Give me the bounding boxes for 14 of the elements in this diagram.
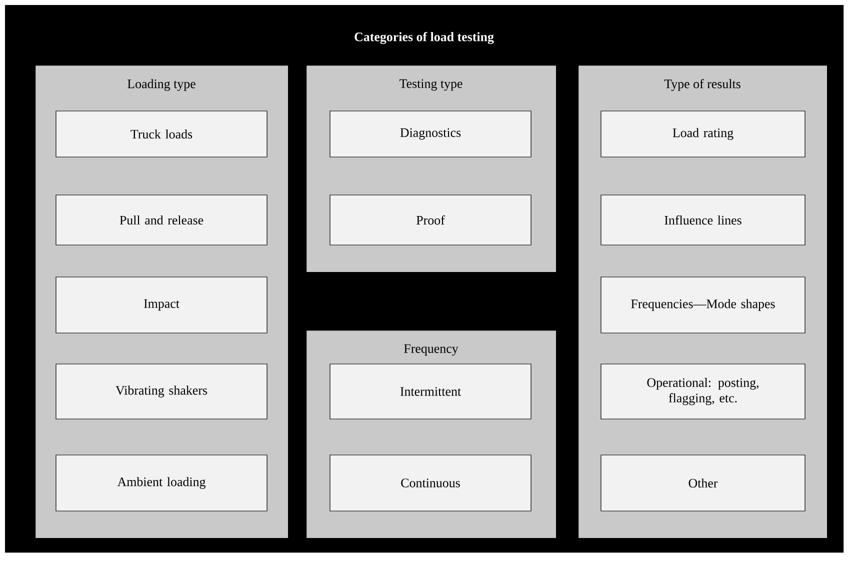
category-box: Pull and release [56,194,268,246]
category-box: Impact [56,276,268,334]
category-box: Load rating [600,110,806,158]
category-box: Truck loads [56,110,268,158]
category-box: Influence lines [600,194,806,246]
category-box: Frequencies—Mode shapes [600,276,806,334]
category-box: Other [600,454,806,512]
category-box: Continuous [330,454,532,512]
category-box: Diagnostics [330,110,532,158]
category-box: Proof [330,194,532,246]
category-box: Operational: posting, flagging, etc. [600,364,806,420]
category-box: Ambient loading [56,454,268,512]
category-box: Vibrating shakers [56,364,268,420]
category-box: Intermittent [330,364,532,420]
